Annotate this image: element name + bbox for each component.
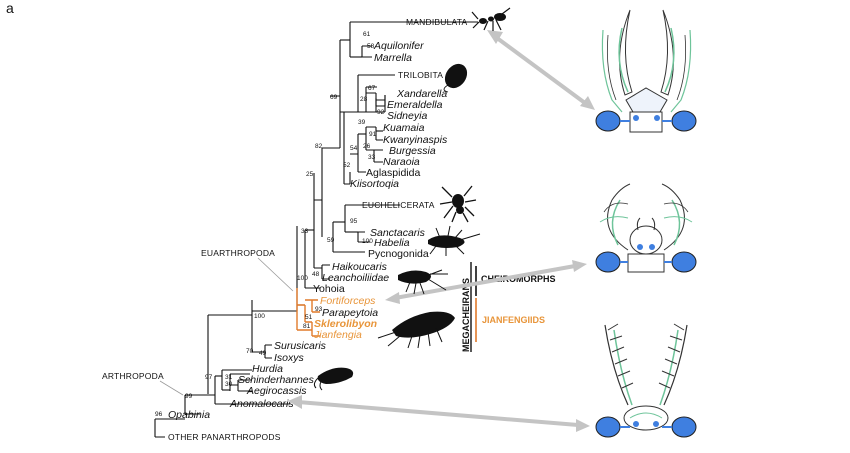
- support-value: 33: [368, 154, 376, 161]
- group-label-trilobita: TRILOBITA: [398, 70, 443, 80]
- support-value: 69: [330, 94, 338, 101]
- support-value: 95: [350, 218, 358, 225]
- support-value: 70: [246, 348, 254, 355]
- support-value: 67: [368, 85, 376, 92]
- support-value: 97: [205, 374, 213, 381]
- taxon-label: Kuamaia: [383, 122, 425, 134]
- taxon-label: Haikoucaris: [332, 261, 388, 273]
- taxon-label: Burgessia: [389, 145, 436, 157]
- sea-spider-silhouette-icon: [428, 225, 481, 256]
- support-value: 28: [360, 96, 368, 103]
- appendage-arrows: [288, 30, 595, 432]
- support-value: 48: [312, 271, 320, 278]
- support-values: 61 58 67 28 92 69 39 91 54 26 33 52 82 2…: [155, 31, 385, 418]
- taxon-label: Yohoia: [313, 283, 345, 295]
- support-value: 54: [350, 145, 358, 152]
- support-value: 26: [363, 143, 371, 150]
- trilobite-silhouette-icon: [443, 63, 468, 93]
- support-value: 52: [343, 162, 351, 169]
- taxon-label: Opabinia: [168, 409, 210, 421]
- support-value: 99: [185, 393, 193, 400]
- taxon-label: Parapeytoia: [322, 307, 378, 319]
- taxon-label: Jianfengia: [313, 329, 362, 341]
- support-value: 51: [305, 314, 313, 321]
- group-label-euarthropoda: EUARTHROPODA: [201, 248, 275, 258]
- panel-label: a: [6, 0, 14, 16]
- taxon-label: Emeraldella: [387, 99, 443, 111]
- clade-label-cheiromorphs: CHEIROMORPHS: [481, 274, 556, 284]
- support-value: 31: [225, 374, 233, 381]
- support-value: 30: [225, 381, 233, 388]
- taxon-label: Surusicaris: [274, 340, 327, 352]
- support-value: 33: [301, 228, 309, 235]
- taxon-label: Kwanyinaspis: [383, 134, 448, 146]
- support-value: 49: [259, 350, 267, 357]
- taxon-label: Anomalocaris: [229, 398, 294, 410]
- taxon-label: Naraoia: [383, 156, 420, 168]
- support-value: 59: [327, 237, 335, 244]
- branch-aquilonifer-marrella: [361, 45, 372, 58]
- group-label-euchelicerata: EUCHELICERATA: [362, 200, 435, 210]
- support-value: 82: [315, 143, 323, 150]
- support-value: 100: [362, 238, 373, 245]
- taxon-label: Sanctacaris: [370, 227, 426, 239]
- support-value: 25: [306, 171, 314, 178]
- silhouettes: [313, 7, 511, 391]
- support-value: 100: [297, 275, 308, 282]
- taxon-label: Habelia: [374, 237, 410, 249]
- arrow-megacheirans: [394, 264, 576, 300]
- support-value: 61: [363, 31, 371, 38]
- taxon-label: Leanchoiliidae: [322, 272, 389, 284]
- euarthropoda-pointer: [257, 257, 294, 292]
- megacheiran-branches: [296, 288, 320, 337]
- taxon-label: Sidneyia: [387, 110, 427, 122]
- taxon-label: Aglaspidida: [366, 167, 420, 179]
- taxon-labels: Aquilonifer Marrella Xandarella Emeralde…: [168, 40, 448, 421]
- spider-silhouette-icon: [439, 185, 477, 223]
- support-value: 91: [369, 131, 377, 138]
- taxon-label: Hurdia: [252, 363, 283, 375]
- taxon-label: Pycnogonida: [368, 248, 429, 260]
- appendage-diagram-anomalocaris: [595, 323, 697, 438]
- group-label-mandibulata: MANDIBULATA: [406, 17, 468, 27]
- group-label-other-panarthropods: OTHER PANARTHROPODS: [168, 432, 281, 442]
- phylogenetic-tree: [154, 21, 478, 438]
- taxon-label: Fortiforceps: [320, 295, 376, 307]
- support-value: 96: [155, 411, 163, 418]
- taxon-label: Kiisortoqia: [350, 178, 399, 190]
- ant-silhouette-icon: [471, 7, 511, 31]
- group-labels: MANDIBULATA TRILOBITA EUCHELICERATA EUAR…: [102, 17, 468, 442]
- taxon-label: Xandarella: [396, 88, 447, 100]
- appendage-diagram-megacheirans: [595, 183, 697, 273]
- appendage-diagram-mandibulata: [595, 9, 697, 133]
- taxon-label: Aquilonifer: [373, 40, 424, 52]
- taxon-label: Marrella: [374, 52, 412, 64]
- arthropoda-pointer: [159, 380, 184, 396]
- sklerolibyon-silhouette-icon: [377, 311, 455, 349]
- support-value: 93: [315, 306, 323, 313]
- radiodont-silhouette-icon: [313, 367, 354, 391]
- taxon-label: Sklerolibyon: [314, 318, 377, 330]
- group-label-arthropoda: ARTHROPODA: [102, 371, 164, 381]
- arrow-mandibulata: [495, 36, 587, 105]
- support-value: 100: [254, 313, 265, 320]
- clade-label-megacheirans: MEGACHEIRANS: [461, 278, 471, 352]
- support-value: 92: [377, 109, 385, 116]
- yohoia-silhouette-icon: [398, 269, 448, 295]
- support-value: 81: [303, 323, 311, 330]
- support-value: 58: [367, 43, 375, 50]
- taxon-label: Aegirocassis: [246, 385, 307, 397]
- clade-annotations: MEGACHEIRANS CHEIROMORPHS JIANFENGIIDS: [461, 262, 556, 352]
- taxon-label: Isoxys: [274, 352, 305, 364]
- clade-label-jianfengiids: JIANFENGIIDS: [482, 315, 545, 325]
- arrow-anomalocaris: [297, 400, 579, 427]
- taxon-label: Schinderhannes: [238, 374, 315, 386]
- support-value: 39: [358, 119, 366, 126]
